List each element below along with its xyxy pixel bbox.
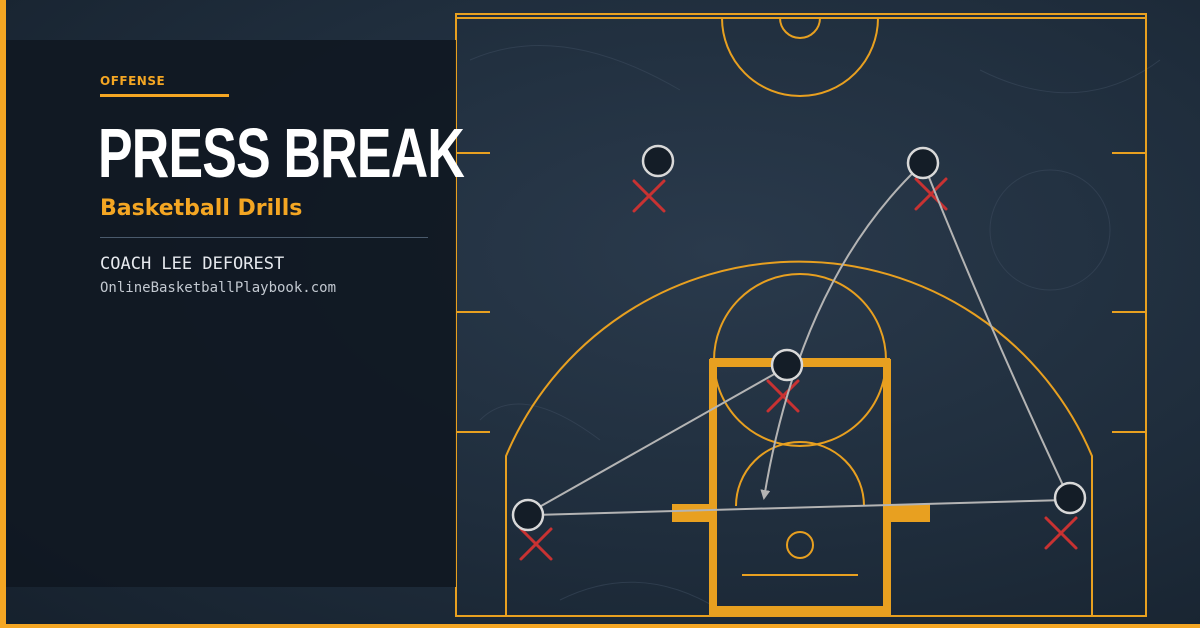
offensive-player-circle xyxy=(641,144,675,178)
divider xyxy=(100,237,428,238)
pass-arrow xyxy=(925,169,1070,498)
block-right xyxy=(884,504,930,522)
coach-name: COACH LEE DEFOREST xyxy=(100,254,285,274)
subtitle: Basketball Drills xyxy=(100,196,303,221)
court-outline xyxy=(455,13,1147,617)
free-throw-circle xyxy=(713,273,887,361)
offensive-player-circle xyxy=(770,348,804,382)
offensive-player-circle xyxy=(511,498,545,532)
court-lines xyxy=(455,13,1147,617)
defender-x-icon xyxy=(1044,516,1078,550)
offensive-players xyxy=(511,144,1087,532)
category-label: OFFENSE xyxy=(100,74,166,88)
defenders xyxy=(519,177,1078,561)
pass-arrow xyxy=(760,165,921,500)
website-url: OnlineBasketballPlaybook.com xyxy=(100,280,337,296)
accent-border-bottom xyxy=(0,624,1200,628)
pass-arrow xyxy=(532,499,1067,520)
offensive-player-circle xyxy=(906,146,940,180)
lane-blocks xyxy=(672,358,930,616)
chalk-texture xyxy=(469,44,1161,611)
passes xyxy=(532,165,1070,520)
page-title: PRESS BREAK xyxy=(98,114,465,192)
defender-x-icon xyxy=(519,527,553,561)
defender-x-icon xyxy=(914,177,948,211)
pass-arrow xyxy=(533,367,787,511)
offensive-player-circle xyxy=(1053,481,1087,515)
center-circle xyxy=(721,17,879,97)
category-underline xyxy=(100,94,229,97)
block-left xyxy=(672,504,716,522)
accent-border-left xyxy=(0,0,6,628)
defender-x-icon xyxy=(766,379,800,413)
three-point-line xyxy=(505,260,1093,616)
defender-x-icon xyxy=(632,179,666,213)
lane xyxy=(709,359,891,617)
restricted-area xyxy=(735,441,865,507)
hoop xyxy=(786,531,814,559)
info-panel xyxy=(6,40,456,587)
